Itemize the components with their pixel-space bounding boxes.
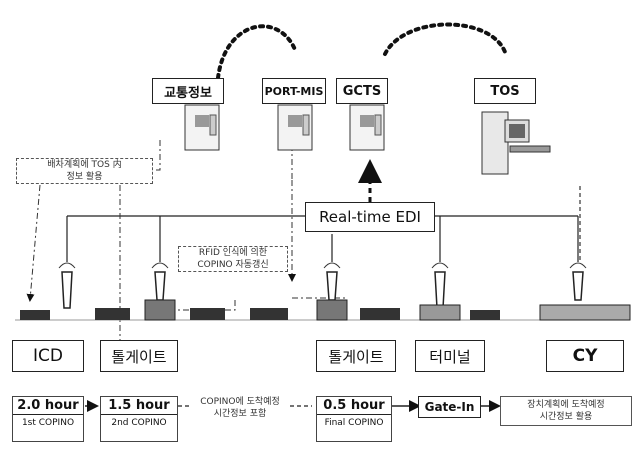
server-icon-tos: [482, 112, 550, 174]
arc-traffic-portmis: [218, 26, 296, 78]
system-tos: TOS: [474, 78, 536, 104]
location-tollgate-1: 톨게이트: [100, 340, 178, 372]
location-icd: ICD: [12, 340, 84, 372]
rfid-note-line2: COPINO 자동갱신: [179, 259, 287, 271]
dispatch-note-line2: 정보 활용: [17, 171, 152, 183]
antenna-icon-icd: [59, 263, 75, 308]
location-terminal: 터미널: [415, 340, 485, 372]
location-cy: CY: [546, 340, 624, 372]
timeline-item-2: 1.5 hour 2nd COPINO: [100, 396, 178, 442]
stacking-note-line1: 장치계획에 도착예정: [501, 399, 631, 411]
computer-icon-traffic: [185, 105, 219, 150]
timeline-item-3: 0.5 hour Final COPINO: [316, 396, 392, 442]
rfid-note: RFID 인식에 의한 COPINO 자동갱신: [178, 246, 288, 272]
timeline-label-2: 2nd COPINO: [101, 415, 177, 428]
timeline-time-1: 2.0 hour: [13, 397, 83, 415]
timeline-time-3: 0.5 hour: [317, 397, 391, 415]
arrival-note: COPINO에 도착예정 시간정보 포함: [190, 396, 290, 420]
timeline-time-2: 1.5 hour: [101, 397, 177, 415]
computer-icon-gcts: [350, 105, 384, 150]
gate-in-box: Gate-In: [418, 396, 481, 418]
system-traffic-info: 교통정보: [152, 78, 224, 104]
timeline-item-1: 2.0 hour 1st COPINO: [12, 396, 84, 442]
system-port-mis: PORT-MIS: [262, 78, 326, 104]
arrival-note-line1: COPINO에 도착예정: [190, 396, 290, 408]
timeline-label-1: 1st COPINO: [13, 415, 83, 428]
real-time-edi-box: Real-time EDI: [305, 202, 435, 232]
computer-icon-portmis: [278, 105, 312, 150]
location-tollgate-2: 톨게이트: [316, 340, 396, 372]
stacking-note: 장치계획에 도착예정 시간정보 활용: [500, 396, 632, 426]
antenna-icon-tollgate1: [145, 263, 175, 320]
system-gcts: GCTS: [336, 78, 388, 104]
antenna-icon-terminal: [420, 263, 460, 320]
rfid-note-line1: RFID 인식에 의한: [179, 247, 287, 259]
antenna-icon-tollgate2: [317, 263, 347, 320]
dispatch-note-line1: 배차계획에 TOS 内: [17, 159, 152, 171]
stacking-note-line2: 시간정보 활용: [501, 411, 631, 423]
antenna-icon-cy: [540, 263, 630, 320]
arc-gcts-tos: [385, 24, 505, 54]
timeline-label-3: Final COPINO: [317, 415, 391, 428]
dispatch-note: 배차계획에 TOS 内 정보 활용: [16, 158, 153, 184]
arrival-note-line2: 시간정보 포함: [190, 408, 290, 420]
